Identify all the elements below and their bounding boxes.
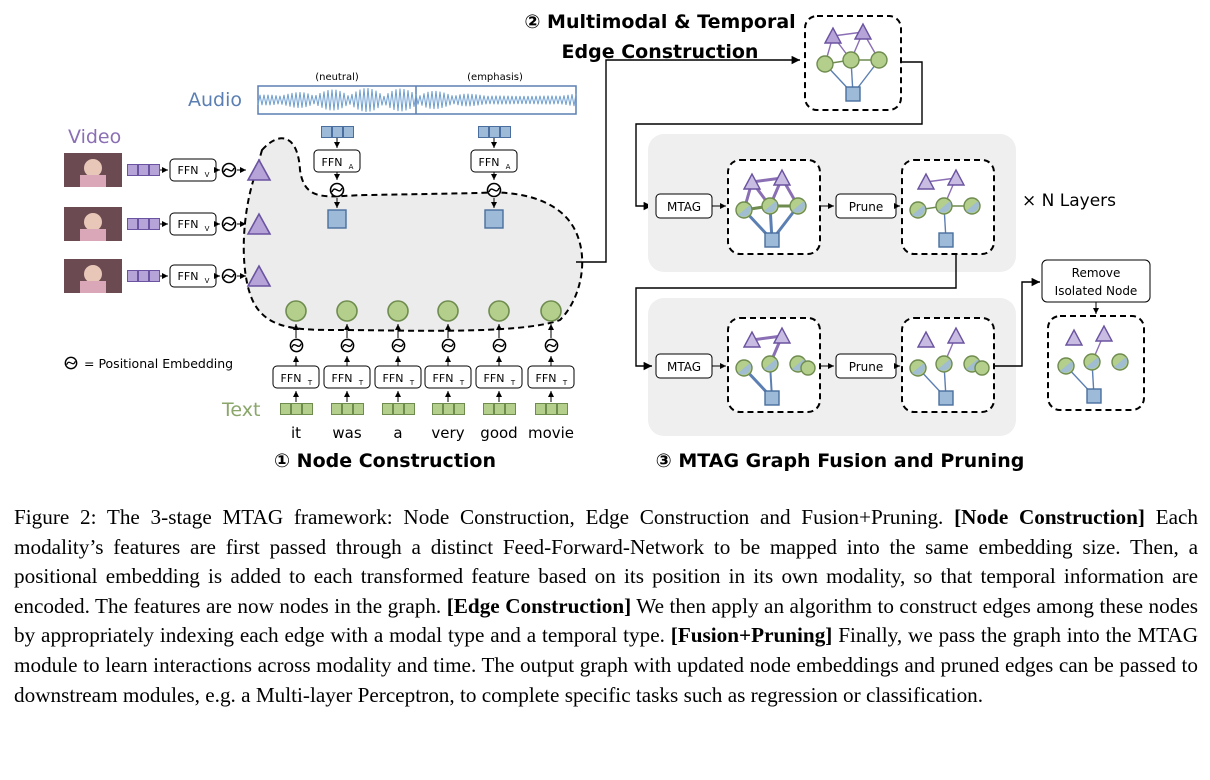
svg-text:FFN: FFN xyxy=(479,156,500,169)
svg-text:T: T xyxy=(562,379,568,387)
audio-tag-neutral: (neutral) xyxy=(315,72,359,83)
caption-intro: The 3-stage MTAG framework: Node Constru… xyxy=(96,505,955,529)
text-node xyxy=(387,300,409,322)
graph-layer1-pruned xyxy=(901,159,995,255)
text-node xyxy=(540,300,562,322)
prune-box-2: Prune xyxy=(835,353,897,379)
mtag-framework-figure: Audio (neutral) (emphasis) FFN A FFN A V… xyxy=(64,11,1151,472)
stage-3-title: ③ MTAG Graph Fusion and Pruning xyxy=(656,450,1025,472)
text-column: FFN Tit xyxy=(272,300,320,442)
text-node xyxy=(336,300,358,322)
svg-text:MTAG: MTAG xyxy=(667,200,701,214)
graph-layer2-pruned xyxy=(901,317,995,413)
audio-tag-emphasis: (emphasis) xyxy=(467,72,523,83)
svg-text:Remove: Remove xyxy=(1072,266,1121,280)
svg-text:FFN: FFN xyxy=(484,372,505,385)
legend: = Positional Embedding xyxy=(64,356,233,371)
stage-2-title-line2: Edge Construction xyxy=(562,41,759,63)
caption-fusion-title: [Fusion+Pruning] xyxy=(670,623,833,648)
word-label: a xyxy=(393,424,402,442)
stage-2-title-line1: ② Multimodal & Temporal xyxy=(524,11,795,33)
text-node xyxy=(285,300,307,322)
svg-text:FFN: FFN xyxy=(178,164,199,177)
audio-label: Audio xyxy=(188,89,242,111)
svg-text:Isolated Node: Isolated Node xyxy=(1055,284,1138,298)
word-label: movie xyxy=(528,424,574,442)
svg-text:FFN: FFN xyxy=(322,156,343,169)
caption-edge-title: [Edge Construction] xyxy=(446,593,632,618)
audio-waveform xyxy=(257,85,577,115)
svg-text:T: T xyxy=(409,379,415,387)
svg-text:FFN: FFN xyxy=(383,372,404,385)
constructed-graph xyxy=(804,15,902,111)
graph-final xyxy=(1047,315,1145,411)
word-label: good xyxy=(480,424,517,442)
graph-layer1-fused xyxy=(727,159,821,255)
svg-text:FFN: FFN xyxy=(178,218,199,231)
audio-pipeline-2: FFN A xyxy=(470,126,518,229)
svg-text:FFN: FFN xyxy=(178,270,199,283)
svg-text:= Positional Embedding: = Positional Embedding xyxy=(84,356,233,371)
prune-box-1: Prune xyxy=(835,193,897,219)
svg-text:Prune: Prune xyxy=(849,200,884,214)
text-node xyxy=(488,300,510,322)
svg-text:Prune: Prune xyxy=(849,360,884,374)
video-row: FFN V xyxy=(64,259,272,293)
figure-caption: Figure 2: The 3-stage MTAG framework: No… xyxy=(14,503,1198,710)
svg-text:A: A xyxy=(506,163,511,171)
caption-figure-label: Figure 2: xyxy=(14,505,97,529)
svg-text:V: V xyxy=(205,277,210,285)
mtag-box-2: MTAG xyxy=(655,353,713,379)
svg-text:T: T xyxy=(358,379,364,387)
word-label: it xyxy=(291,424,301,442)
video-row: FFN V xyxy=(64,153,272,187)
layers-label: × N Layers xyxy=(1022,191,1116,211)
svg-text:MTAG: MTAG xyxy=(667,360,701,374)
connector-to-remove xyxy=(994,277,1040,367)
connector-stage2-to-stage3 xyxy=(635,61,923,211)
svg-text:A: A xyxy=(349,163,354,171)
caption-node-text: Each modality’s features are first passe… xyxy=(14,505,1198,618)
graph-layer2-fused xyxy=(727,317,821,413)
svg-text:FFN: FFN xyxy=(536,372,557,385)
text-column: FFN Ta xyxy=(374,300,422,442)
text-node xyxy=(437,300,459,322)
svg-text:T: T xyxy=(510,379,516,387)
caption-fusion-text: Finally, we pass the graph into the MTAG… xyxy=(14,623,1199,707)
connector-layer1-to-layer2 xyxy=(635,254,957,371)
text-label: Text xyxy=(221,399,260,421)
node-region-outline xyxy=(242,137,584,332)
caption-node-title: [Node Construction] xyxy=(954,505,1145,529)
word-label: very xyxy=(431,424,464,442)
svg-text:FFN: FFN xyxy=(433,372,454,385)
positional-embedding-icon xyxy=(64,356,78,370)
svg-text:V: V xyxy=(205,171,210,179)
video-row: FFN V xyxy=(64,207,272,241)
video-label: Video xyxy=(68,126,121,148)
svg-text:T: T xyxy=(459,379,465,387)
stage-1-title: ① Node Construction xyxy=(274,450,496,472)
svg-text:FFN: FFN xyxy=(281,372,302,385)
connector-stage1-to-stage2 xyxy=(576,55,800,263)
svg-text:V: V xyxy=(205,225,210,233)
svg-text:T: T xyxy=(307,379,313,387)
remove-isolated-node-box: Remove Isolated Node xyxy=(1041,259,1151,303)
mtag-box-1: MTAG xyxy=(655,193,713,219)
word-label: was xyxy=(332,424,361,442)
svg-text:FFN: FFN xyxy=(332,372,353,385)
audio-pipeline-1: FFN A xyxy=(313,126,361,229)
caption-edge-text: We then apply an algorithm to construct … xyxy=(14,593,1198,648)
